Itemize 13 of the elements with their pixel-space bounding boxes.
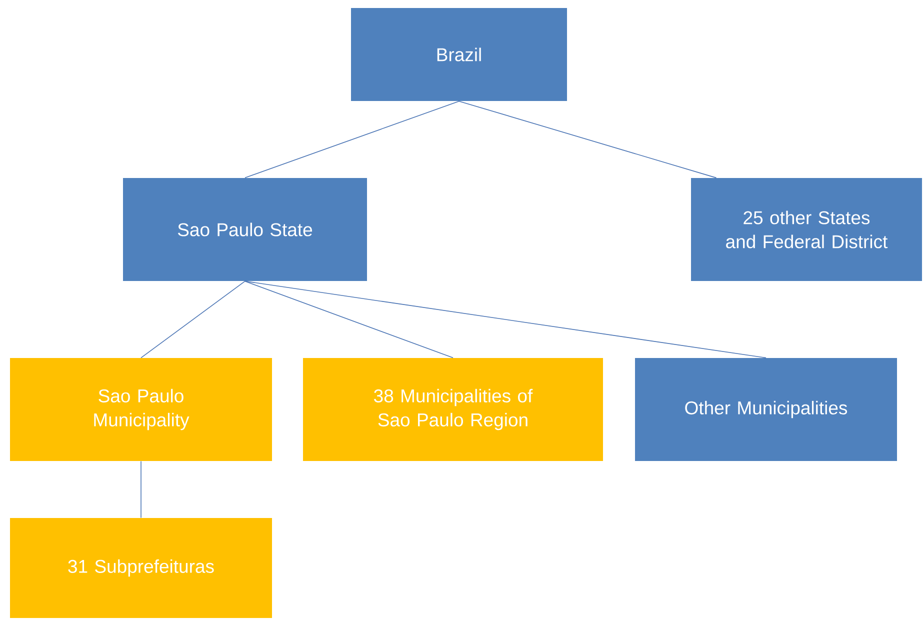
connector-line: [244, 100, 460, 178]
org-box: 31 Subprefeituras: [10, 518, 272, 618]
org-box: Other Municipalities: [635, 358, 897, 461]
connector-line: [244, 280, 766, 358]
connector-line: [458, 100, 717, 178]
org-box: Brazil: [351, 8, 567, 101]
org-box: 25 other States and Federal District: [691, 178, 922, 281]
org-box: 38 Municipalities of Sao Paulo Region: [303, 358, 603, 461]
org-box: Sao Paulo Municipality: [10, 358, 272, 461]
connector-line: [140, 460, 142, 518]
org-box: Sao Paulo State: [123, 178, 367, 281]
connector-line: [244, 280, 454, 358]
connector-line: [140, 280, 246, 358]
